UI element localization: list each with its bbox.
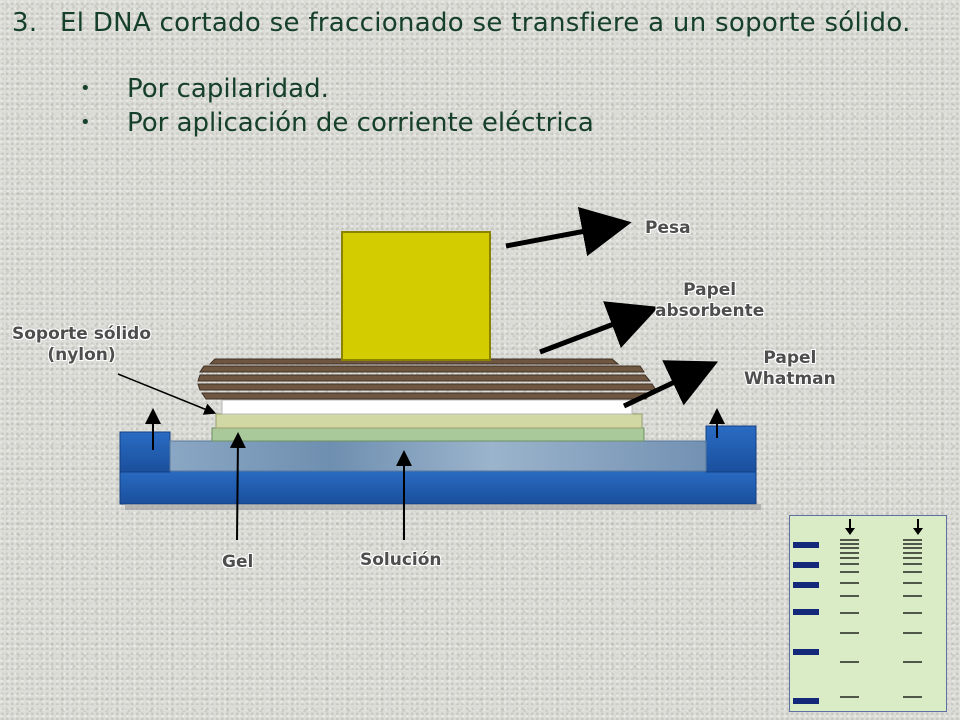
tray [119, 425, 761, 510]
bullet-list: • Por capilaridad. • Por aplicación de cor… [80, 72, 594, 140]
gel-bands [793, 519, 923, 704]
nylon-membrane [211, 427, 645, 442]
bullet-text: Por aplicación de corriente eléctrica [127, 108, 594, 138]
lane-arrow-icon [913, 519, 923, 535]
title-number: 3. [12, 8, 38, 38]
gel-layer [215, 413, 643, 429]
gel-band-panel [789, 515, 947, 712]
arrow-to-papel-whatman [622, 360, 719, 409]
title-text: El DNA cortado se fraccionado se transfi… [60, 8, 911, 38]
arrow-to-gel [229, 432, 246, 541]
label-solucion: Solución [360, 550, 442, 570]
absorbent-paper-stack [197, 358, 657, 400]
bullet-item: • Por aplicación de corriente eléctrica [80, 106, 594, 140]
arrow-to-papel-absorbente [539, 301, 659, 355]
marker-lane [793, 542, 819, 704]
whatman-paper [221, 399, 633, 415]
arrow-to-pesa [505, 206, 632, 257]
lane-arrow-icon [845, 519, 855, 535]
sample-lane-2 [903, 539, 922, 698]
slide-title: 3. El DNA cortado se fraccionado se trans… [12, 8, 911, 38]
bullet-item: • Por capilaridad. [80, 72, 594, 106]
solution-layer [169, 440, 707, 472]
bullet-icon: • [80, 78, 91, 99]
label-pesa: Pesa [645, 218, 691, 238]
label-papel-absorbente: Papel absorbente [655, 280, 765, 321]
sample-lane-1 [840, 539, 859, 698]
label-gel: Gel [222, 552, 254, 572]
label-soporte-solido: Soporte sólido (nylon) [12, 324, 152, 365]
bullet-text: Por capilaridad. [127, 74, 329, 104]
weight-block [341, 231, 491, 361]
bullet-icon: • [80, 112, 91, 133]
arrow-from-soporte [117, 373, 217, 415]
label-papel-whatman: Papel Whatman [744, 348, 836, 389]
